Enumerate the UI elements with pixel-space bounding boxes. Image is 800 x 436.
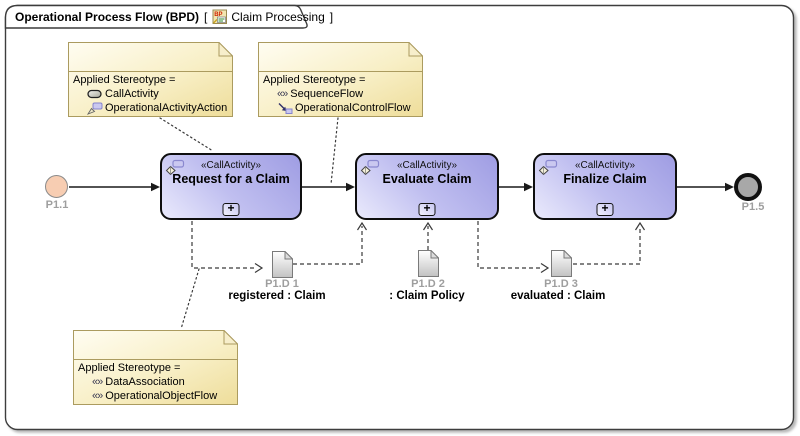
subprocess-expand-button[interactable]: + [596, 201, 614, 216]
document-icon [551, 250, 572, 277]
data-object-registered-claim[interactable] [272, 251, 293, 278]
diagram-title-tab-shape [4, 4, 308, 29]
assoc-request-to-d1 [191, 221, 255, 269]
task-stereotype: «CallActivity» [574, 160, 636, 171]
call-activity-icon [87, 89, 102, 99]
note-callactivity-stereotypes[interactable]: Applied Stereotype = CallActivity Operat… [68, 42, 233, 117]
note-item-label: CallActivity [105, 88, 159, 100]
data-object-id: P1.D 3 [544, 278, 578, 290]
task-name: Request for a Claim [172, 172, 290, 186]
call-behavior-action-icon [165, 159, 185, 176]
diagram-name: Claim Processing [231, 10, 325, 24]
diagram-type-title: Operational Process Flow (BPD) [15, 10, 200, 24]
note-item: «» SequenceFlow [258, 87, 423, 101]
anchor-note1-to-request [159, 117, 214, 152]
guillemets-icon: «» [92, 376, 103, 388]
note-dataassociation-stereotypes[interactable]: Applied Stereotype = «» DataAssociation … [73, 330, 238, 405]
note-item-label: OperationalObjectFlow [105, 390, 218, 402]
diagram-title: Operational Process Flow (BPD) [ BP Clai… [15, 9, 335, 25]
task-request-for-a-claim[interactable]: «CallActivity» Request for a Claim + [160, 153, 302, 220]
data-object-id: P1.D 2 [411, 278, 445, 290]
note-item: «» DataAssociation [73, 375, 238, 389]
note-item: CallActivity [68, 87, 233, 101]
plus-icon: + [423, 201, 431, 215]
bpd-diagram-icon: BP [212, 9, 228, 24]
subprocess-expand-button[interactable]: + [222, 201, 240, 216]
note-shape [73, 330, 238, 405]
plus-icon: + [227, 201, 235, 215]
note-item-label: OperationalControlFlow [295, 102, 411, 114]
note-item-label: SequenceFlow [290, 88, 364, 100]
task-evaluate-claim[interactable]: «CallActivity» Evaluate Claim + [355, 153, 499, 220]
assoc-d1-to-evaluate [293, 226, 363, 265]
document-icon [272, 251, 293, 278]
note-sequenceflow-stereotypes[interactable]: Applied Stereotype = «» SequenceFlow Ope… [258, 42, 423, 117]
guillemets-icon: «» [277, 88, 288, 100]
document-icon [418, 250, 439, 277]
data-object-id: P1.D 1 [265, 278, 299, 290]
note-item: «» OperationalObjectFlow [73, 389, 238, 403]
note-item: OperationalControlFlow [258, 101, 423, 115]
task-finalize-claim[interactable]: «CallActivity» Finalize Claim + [533, 153, 677, 220]
anchor-note3-to-assoc [180, 268, 200, 330]
note-title: Applied Stereotype = [263, 74, 366, 86]
assoc-evaluate-to-d3 [477, 221, 541, 269]
start-event[interactable] [45, 175, 68, 198]
subprocess-expand-button[interactable]: + [418, 201, 436, 216]
end-event[interactable] [734, 173, 762, 201]
operational-control-flow-icon [278, 103, 293, 114]
bracket-right: ] [329, 10, 334, 24]
call-behavior-action-icon [360, 159, 380, 176]
note-title: Applied Stereotype = [78, 362, 181, 374]
data-object-evaluated-claim[interactable] [551, 250, 572, 277]
note-item: OperationalActivityAction [68, 101, 233, 115]
plus-icon: + [601, 201, 609, 215]
data-object-name: registered : Claim [228, 290, 326, 302]
note-item-label: OperationalActivityAction [105, 102, 228, 114]
anchor-note2-to-flow [330, 117, 339, 185]
call-behavior-action-icon [538, 159, 558, 176]
end-event-label: P1.5 [741, 201, 765, 213]
operational-activity-action-icon [87, 102, 103, 115]
note-shape [68, 42, 233, 117]
task-stereotype: «CallActivity» [200, 160, 262, 171]
svg-text:BP: BP [215, 12, 223, 18]
bracket-left: [ [204, 10, 208, 24]
data-object-name: : Claim Policy [389, 290, 465, 302]
start-event-label: P1.1 [45, 199, 69, 211]
note-item-label: DataAssociation [105, 376, 185, 388]
assoc-d3-to-finalize [573, 226, 641, 265]
guillemets-icon: «» [92, 390, 103, 402]
data-object-name: evaluated : Claim [510, 290, 606, 302]
task-name: Finalize Claim [563, 172, 647, 186]
task-stereotype: «CallActivity» [396, 160, 458, 171]
note-shape [258, 42, 423, 117]
task-name: Evaluate Claim [382, 172, 472, 186]
data-object-claim-policy[interactable] [418, 250, 439, 277]
note-title: Applied Stereotype = [73, 74, 176, 86]
